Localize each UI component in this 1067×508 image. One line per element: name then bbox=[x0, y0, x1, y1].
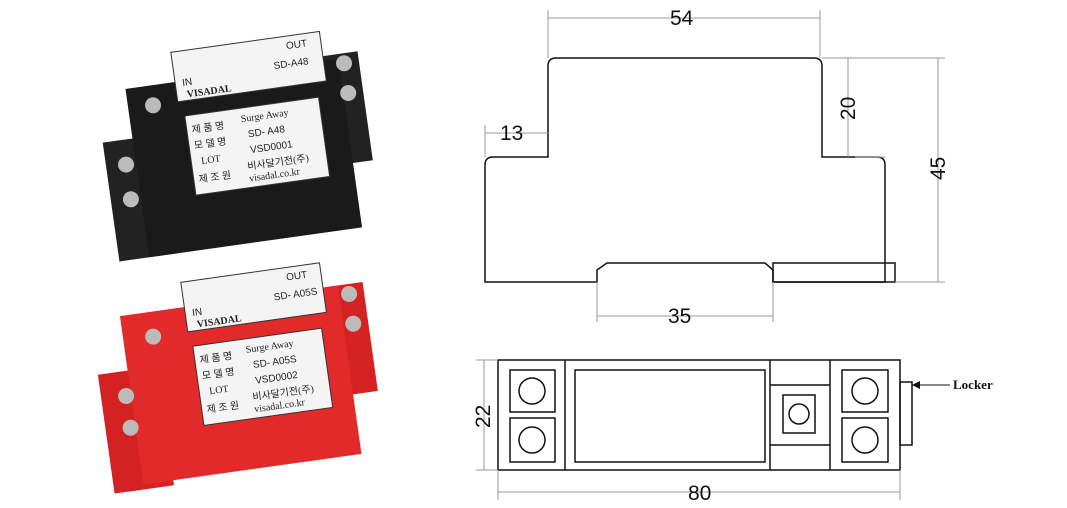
dim-height-20: 20 bbox=[837, 97, 860, 120]
dim-height-45: 45 bbox=[927, 157, 950, 180]
spec-key: 제 조 원 bbox=[198, 169, 232, 185]
dim-length-80: 80 bbox=[688, 482, 711, 505]
locker bbox=[899, 381, 913, 446]
terminal-squares bbox=[509, 369, 889, 463]
screw-icon bbox=[336, 55, 353, 72]
center-window bbox=[574, 369, 766, 463]
screw-icon bbox=[345, 315, 362, 332]
screw-icon bbox=[118, 388, 135, 405]
out-label: OUT bbox=[285, 270, 307, 284]
spec-key: 제 품 명 bbox=[191, 120, 225, 136]
spec-key: 모 델 명 bbox=[201, 366, 235, 382]
side-outline bbox=[484, 57, 886, 283]
screw-icon bbox=[118, 156, 135, 173]
spec-value: SD- A48 bbox=[247, 124, 286, 140]
screw-icon bbox=[341, 285, 358, 302]
spec-label bbox=[184, 96, 331, 196]
spec-key: 제 조 원 bbox=[206, 399, 240, 415]
screw-icon bbox=[340, 84, 357, 101]
spec-key: 제 품 명 bbox=[199, 350, 233, 366]
out-label: OUT bbox=[285, 38, 307, 52]
red-device: IN OUT SD- A05S VISADAL 제 품 명 Surge Away… bbox=[97, 262, 378, 494]
spec-key: LOT bbox=[209, 384, 230, 398]
side-view-drawing bbox=[484, 10, 945, 322]
screw-icon bbox=[145, 328, 162, 345]
din-rail-clip bbox=[772, 262, 896, 283]
dim-width-54: 54 bbox=[670, 7, 694, 30]
model-label: SD-A48 bbox=[273, 56, 310, 72]
in-label: IN bbox=[192, 307, 203, 319]
bottom-view-drawing bbox=[476, 359, 950, 500]
spec-key: 모 델 명 bbox=[193, 135, 227, 151]
dim-rail-35: 35 bbox=[668, 305, 691, 328]
bottom-outline bbox=[497, 359, 901, 471]
front-label bbox=[170, 30, 327, 103]
locker-label: Locker bbox=[953, 377, 993, 392]
dimension-lines bbox=[484, 10, 945, 322]
dim-step-13: 13 bbox=[500, 122, 523, 145]
spec-label bbox=[192, 327, 334, 427]
screw-icon bbox=[122, 419, 139, 436]
in-label: IN bbox=[182, 77, 193, 89]
spec-key: LOT bbox=[201, 153, 222, 167]
screw-icon bbox=[122, 191, 139, 208]
screw-icon bbox=[145, 97, 162, 114]
front-label bbox=[180, 262, 327, 333]
dim-depth-22: 22 bbox=[472, 405, 495, 428]
black-device: IN OUT SD-A48 VISADAL 제 품 명 Surge Away 모… bbox=[102, 30, 373, 262]
